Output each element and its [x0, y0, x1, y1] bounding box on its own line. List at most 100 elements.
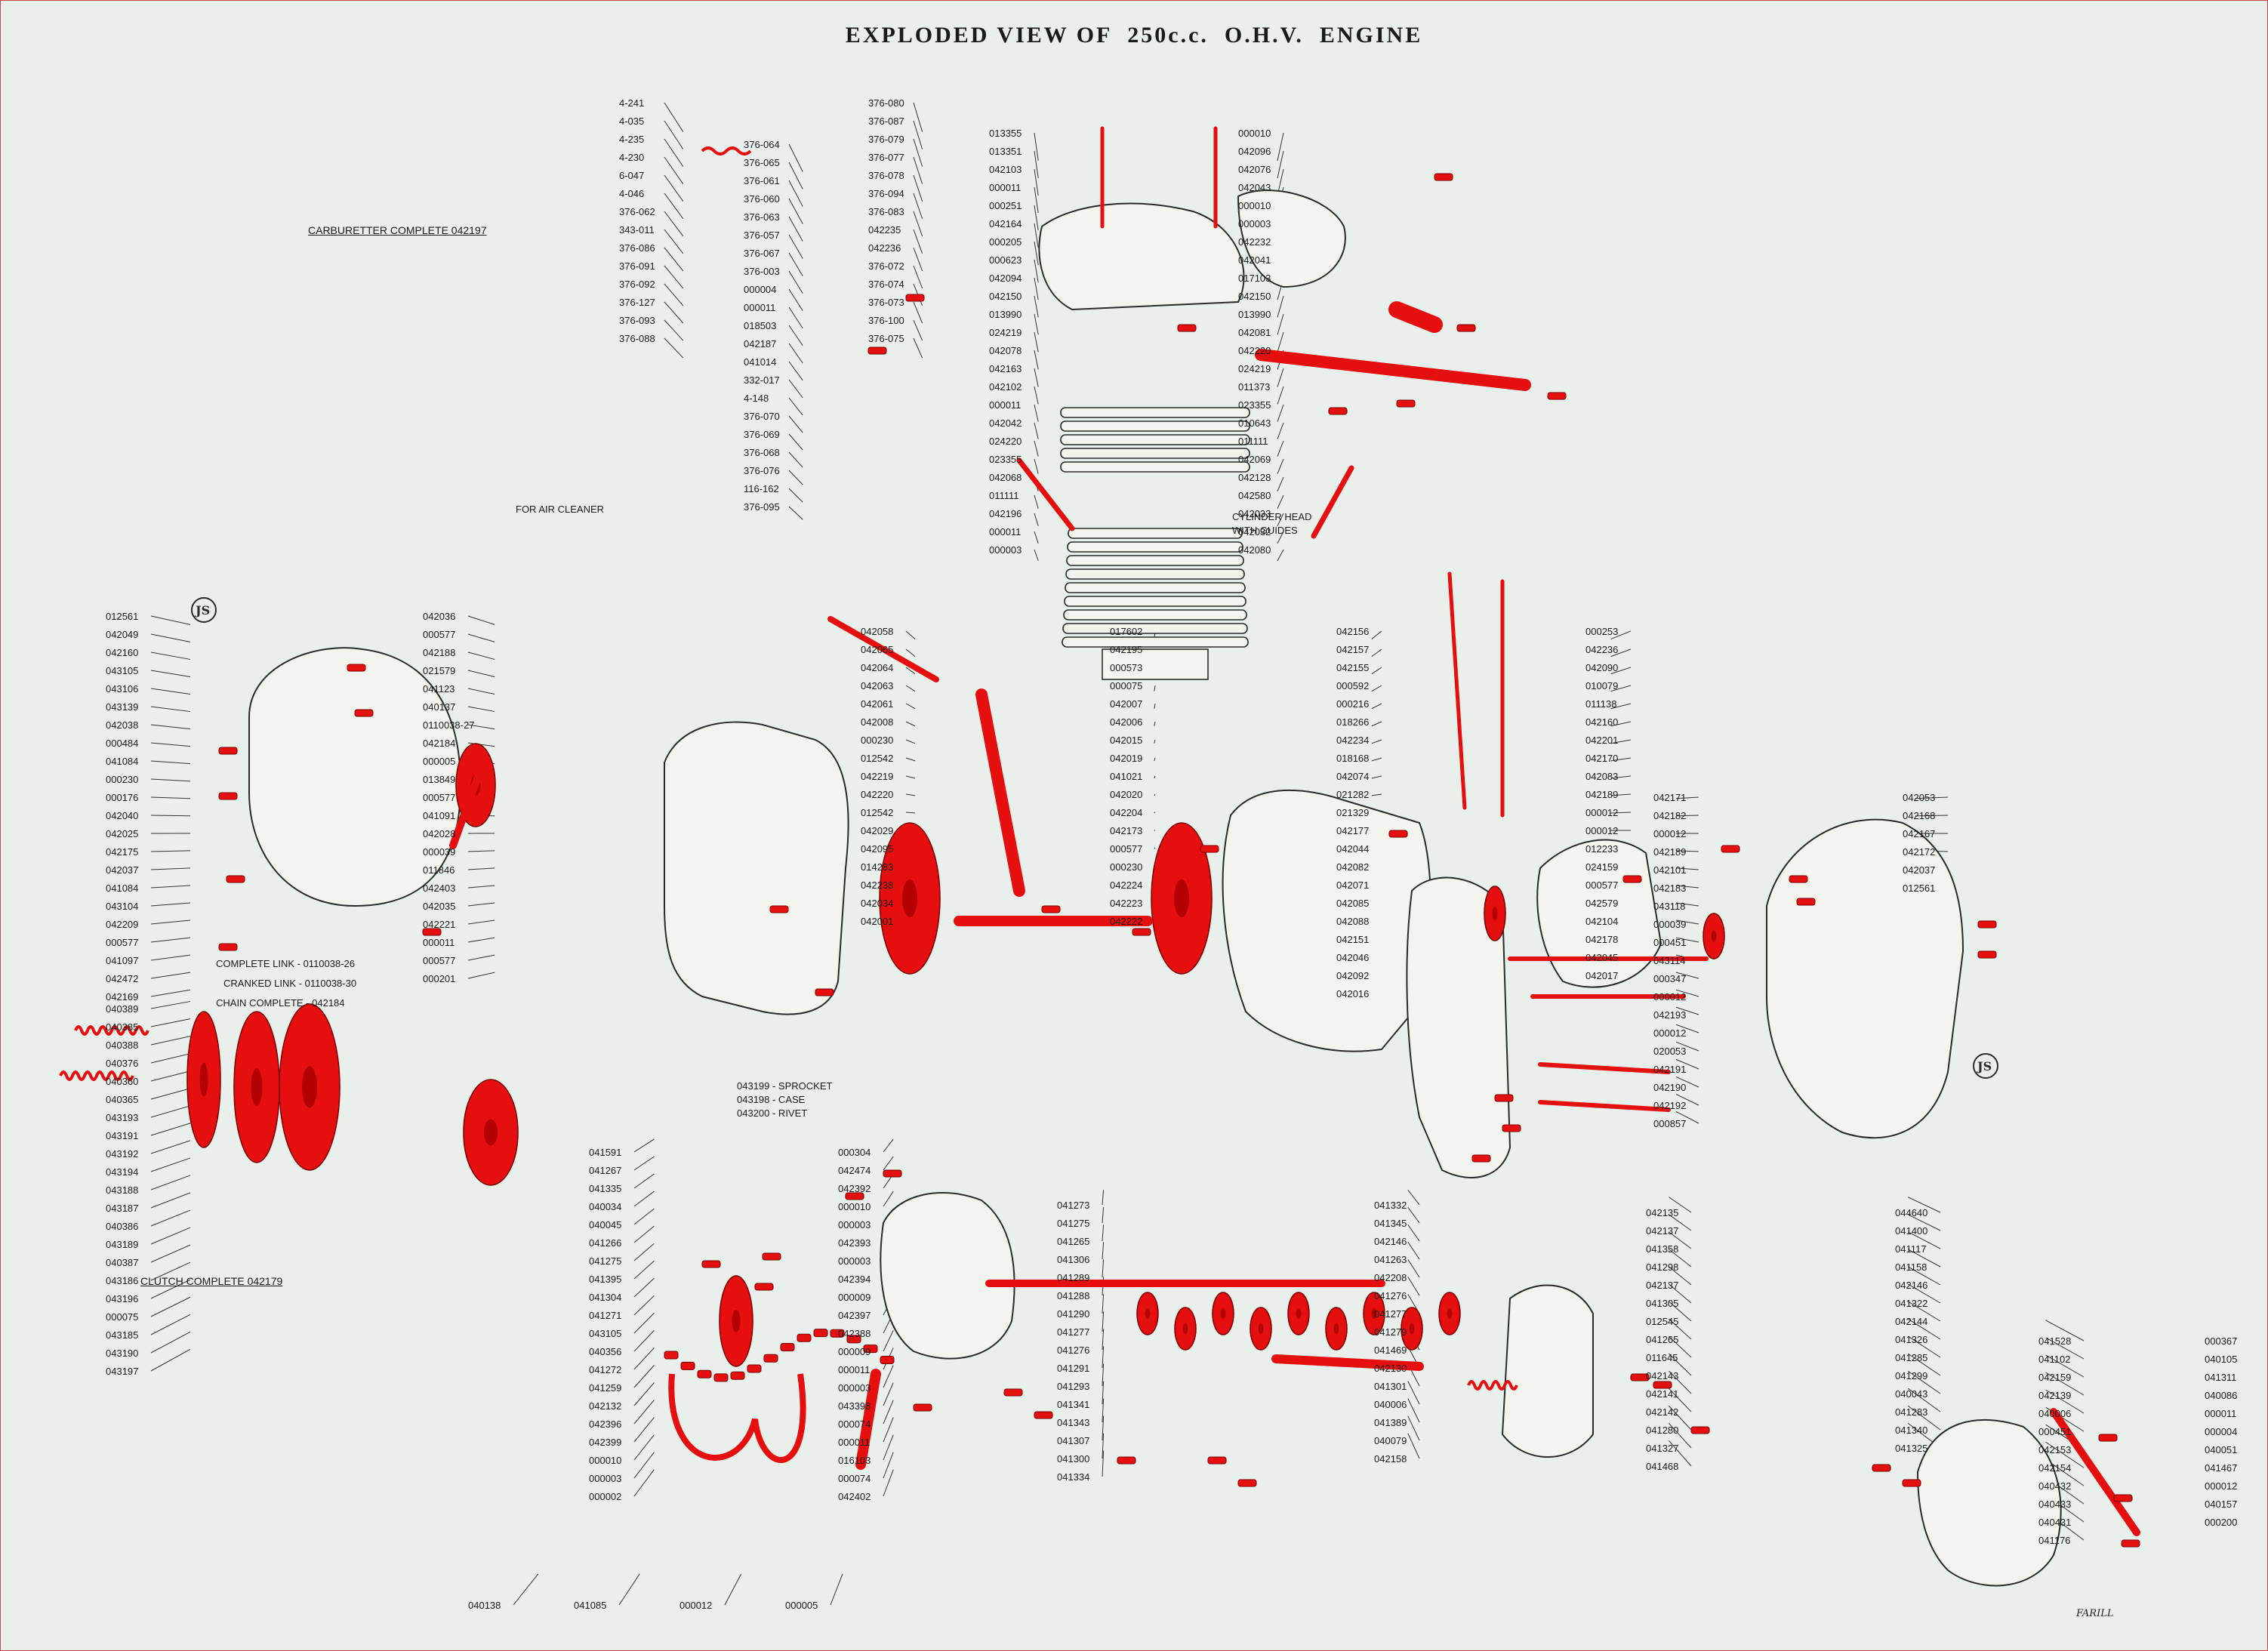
- part-number-label: 000012: [1585, 807, 1619, 818]
- part-number-label: 042143: [1646, 1370, 1679, 1381]
- part-number-label: 023355: [1238, 399, 1271, 411]
- part-number-label: 000010: [589, 1455, 622, 1466]
- part-number-label: 011111: [989, 490, 1019, 501]
- leader-line: [664, 138, 684, 167]
- leader-line: [1669, 1197, 1692, 1213]
- part-number-label: 000003: [838, 1219, 871, 1231]
- part-number-label: 376-080: [868, 97, 904, 109]
- part-number-label: 000251: [989, 200, 1022, 211]
- leader-line: [1277, 295, 1284, 318]
- part-number-label: 376-088: [619, 333, 655, 344]
- part-number-label: 040079: [1374, 1435, 1407, 1446]
- part-number-label: 042201: [1585, 735, 1619, 746]
- leader-line: [1907, 1214, 1941, 1231]
- part-number-label: 000253: [1585, 626, 1619, 637]
- part-number-label: 042235: [868, 224, 901, 236]
- bolt: [754, 1283, 774, 1291]
- part-number-label: 041291: [1057, 1363, 1090, 1374]
- leader-line: [1407, 1277, 1420, 1296]
- part-number-label: 041289: [1057, 1272, 1090, 1283]
- leader-line: [1102, 1329, 1105, 1351]
- part-number-label: 042130: [1374, 1363, 1407, 1374]
- leader-line: [1277, 422, 1284, 439]
- leader-line: [913, 102, 923, 132]
- part-number-label: 011373: [1238, 381, 1271, 393]
- leader-line: [788, 488, 803, 503]
- part-number-label: 013355: [989, 128, 1022, 139]
- leader-line: [1407, 1242, 1420, 1260]
- part-number-label: 000011: [838, 1364, 871, 1375]
- clutch-plates-hub: [302, 1066, 317, 1108]
- part-number-label: 040386: [106, 1221, 139, 1232]
- leader-line: [150, 902, 191, 907]
- bolt: [1003, 1388, 1023, 1397]
- part-number-label: 041276: [1374, 1290, 1407, 1301]
- leader-line: [1371, 685, 1382, 692]
- part-number-label: 042092: [1336, 970, 1370, 981]
- leader-line: [633, 1208, 655, 1225]
- part-number-label: 041327: [1646, 1443, 1679, 1454]
- leader-line: [1407, 1189, 1420, 1206]
- part-number-label: 376-062: [619, 206, 655, 217]
- leader-line: [830, 1573, 843, 1606]
- part-number-label: 042038: [106, 719, 139, 731]
- caption: CARBURETTER COMPLETE 042197: [308, 224, 487, 236]
- part-number-label: 042016: [1336, 988, 1370, 1000]
- leader-line: [905, 703, 916, 710]
- part-number-label: 042101: [1653, 864, 1687, 876]
- part-number-label: 000005: [423, 756, 456, 767]
- part-number-label: 041298: [1646, 1261, 1679, 1273]
- part-number-label: 4-148: [744, 393, 769, 404]
- layshaft: [1271, 1354, 1424, 1371]
- part-number-label: 043106: [106, 683, 139, 695]
- part-number-label: 041345: [1374, 1218, 1407, 1229]
- leader-line: [633, 1173, 655, 1189]
- leader-line: [1277, 331, 1284, 353]
- part-number-label: 042188: [423, 647, 456, 658]
- leader-line: [1675, 850, 1699, 852]
- bolt: [1456, 324, 1476, 332]
- primary-chain: [664, 1329, 895, 1463]
- leader-lines: [150, 102, 2085, 1606]
- bolt: [867, 347, 887, 355]
- leader-line: [1154, 793, 1156, 796]
- part-number-label: 042234: [1336, 735, 1370, 746]
- part-number-label: 042190: [1653, 1082, 1687, 1093]
- part-number-label: 041301: [1374, 1381, 1407, 1392]
- part-number-label: 000857: [1653, 1118, 1687, 1129]
- part-number-label: 041293: [1057, 1381, 1090, 1392]
- leader-line: [883, 1191, 894, 1207]
- part-number-label: 041467: [2205, 1462, 2238, 1474]
- part-number-label: 042224: [1110, 879, 1143, 891]
- part-number-label: 041275: [1057, 1218, 1090, 1229]
- leader-line: [1669, 1335, 1692, 1358]
- part-number-label: 013990: [989, 309, 1022, 320]
- leader-line: [1371, 667, 1382, 675]
- part-number-label: 042088: [1336, 916, 1370, 927]
- part-number-label: 376-060: [744, 193, 780, 205]
- leader-line: [883, 1382, 894, 1406]
- leader-line: [1675, 1093, 1699, 1106]
- leader-line: [883, 1434, 894, 1461]
- leader-line: [664, 265, 684, 289]
- part-number-label: 042187: [744, 338, 777, 350]
- part-number-label: 376-086: [619, 242, 655, 254]
- leader-line: [788, 433, 803, 451]
- part-number-label: 040051: [2205, 1444, 2238, 1455]
- bolt: [1653, 1381, 1672, 1389]
- part-number-label: 043105: [106, 665, 139, 676]
- part-number-label: 043118: [1653, 901, 1686, 912]
- caption: CLUTCH COMPLETE 042179: [140, 1275, 283, 1287]
- timing-gear-hub: [1492, 907, 1498, 920]
- leader-line: [1371, 757, 1382, 762]
- part-number-label: 040388: [106, 1040, 139, 1051]
- part-number-label: 042139: [2038, 1390, 2072, 1401]
- part-number-label: 000003: [838, 1382, 871, 1394]
- part-number-label: 000012: [1653, 991, 1687, 1003]
- leader-line: [150, 1070, 191, 1082]
- bolt: [1034, 1411, 1053, 1419]
- leader-line: [150, 1209, 191, 1227]
- part-number-label: 042001: [861, 916, 894, 927]
- part-number-label: 041085: [574, 1600, 607, 1611]
- part-number-label: 376-069: [744, 429, 780, 440]
